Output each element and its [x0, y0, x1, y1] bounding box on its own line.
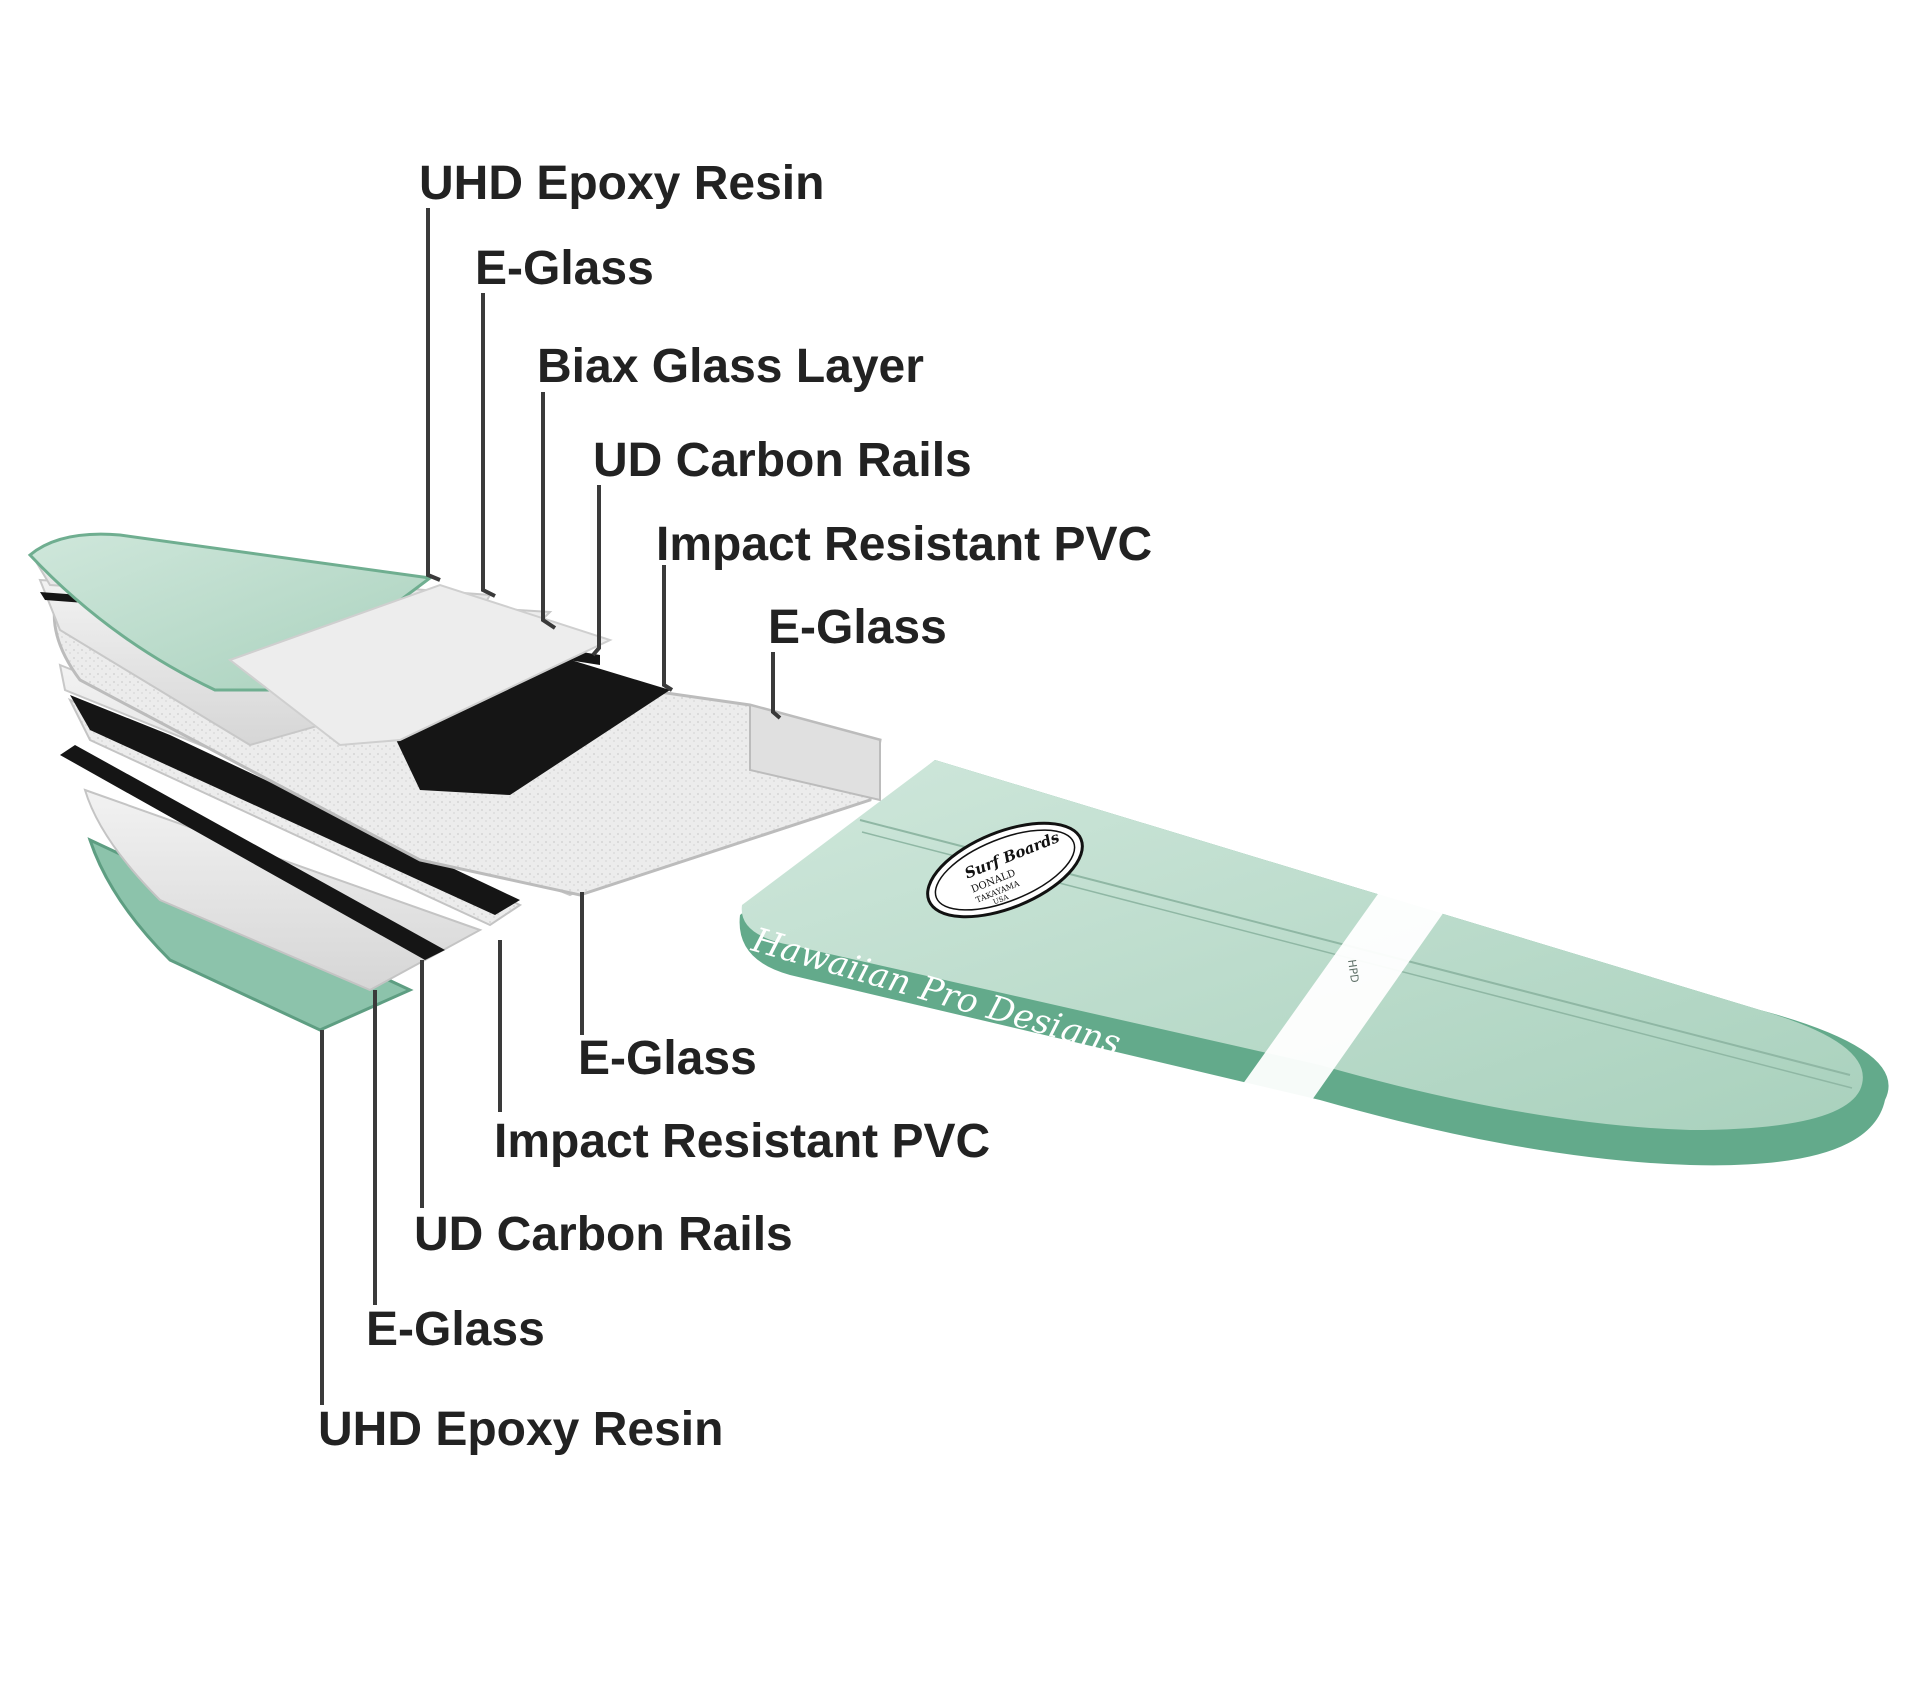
leader-top-4 — [593, 485, 599, 655]
label-top-ud-carbon-rails: UD Carbon Rails — [593, 437, 972, 485]
leader-top-1 — [428, 208, 440, 580]
label-top-e-glass: E-Glass — [475, 245, 654, 293]
label-top-uhd-epoxy-resin: UHD Epoxy Resin — [419, 160, 824, 208]
label-bottom-impact-resistant-pvc: Impact Resistant PVC — [494, 1118, 990, 1166]
label-bottom-ud-carbon-rails: UD Carbon Rails — [414, 1211, 793, 1259]
surfboard: Surf Boards DONALD TAKAYAMA USA Hawaiian… — [740, 760, 1889, 1165]
leader-top-6 — [773, 652, 780, 718]
label-top-e-glass-2: E-Glass — [768, 604, 947, 652]
leader-top-2 — [483, 293, 495, 596]
leader-top-3 — [543, 392, 555, 628]
leader-top-5 — [664, 565, 672, 690]
label-top-impact-resistant-pvc: Impact Resistant PVC — [656, 521, 1152, 569]
label-top-biax-glass-layer: Biax Glass Layer — [537, 343, 924, 391]
label-bottom-uhd-epoxy-resin: UHD Epoxy Resin — [318, 1406, 723, 1454]
label-bottom-e-glass-2: E-Glass — [366, 1306, 545, 1354]
label-bottom-e-glass: E-Glass — [578, 1035, 757, 1083]
